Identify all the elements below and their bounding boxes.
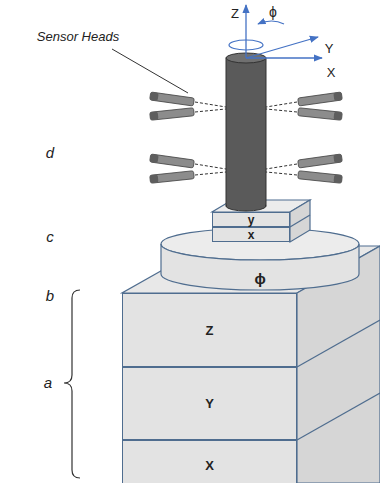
- z-stage-block: Z: [122, 293, 297, 367]
- section-letter: a: [44, 375, 52, 392]
- axis-label: ϕ: [269, 5, 277, 20]
- section-letter: b: [46, 288, 54, 305]
- xy-stage-side: [290, 200, 310, 242]
- x-stage-block: X: [122, 440, 297, 483]
- sample-cylinder-fill: [227, 150, 265, 206]
- sensor-heads-right: [266, 92, 342, 183]
- stage-label: ϕ: [254, 271, 265, 286]
- part-label: Sensor Heads: [37, 30, 119, 44]
- stage-label: Z: [206, 324, 214, 337]
- y-stage-block: Y: [122, 367, 297, 440]
- sample-cylinder: [226, 58, 266, 206]
- bracket: [64, 290, 80, 478]
- stage-label: Y: [205, 397, 214, 410]
- y-stage-block: y: [212, 212, 290, 227]
- stage-side-divider: [297, 393, 380, 440]
- stage-side-divider: [297, 320, 380, 367]
- rotary-stage: ϕ: [160, 228, 360, 292]
- x-stage-block: x: [212, 227, 290, 242]
- stage-label: X: [205, 459, 214, 472]
- sensor-heads-left: [150, 92, 226, 183]
- axes: [229, 5, 322, 58]
- stage-label: y: [248, 214, 255, 226]
- section-letter: d: [46, 145, 54, 162]
- section-letter: c: [46, 229, 54, 246]
- axis-label: Y: [325, 42, 334, 56]
- axis-label: X: [327, 66, 336, 80]
- rotary-stage-side: [161, 244, 359, 290]
- axis-label: Z: [231, 7, 239, 21]
- xy-stage-divider: [290, 215, 310, 227]
- stage-label: x: [248, 229, 255, 241]
- leader-line: [112, 49, 188, 93]
